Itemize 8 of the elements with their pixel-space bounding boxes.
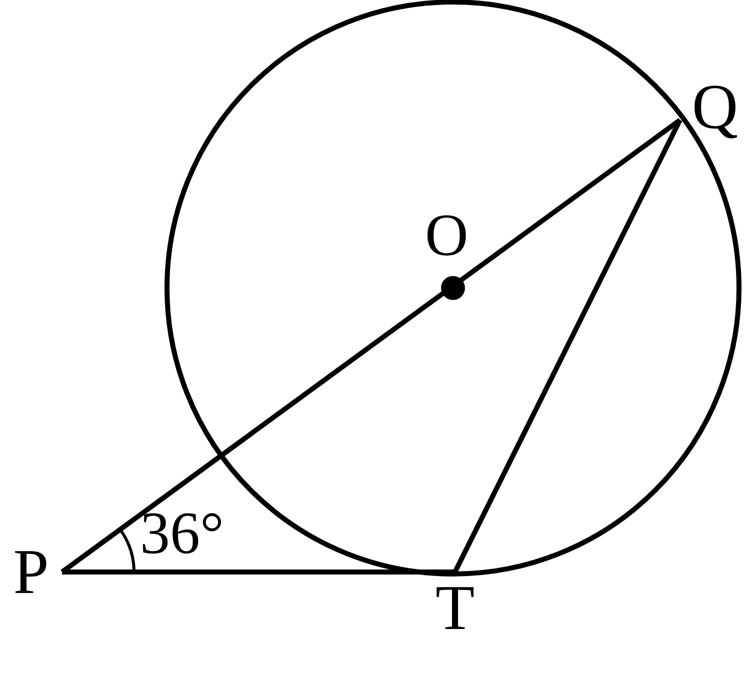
line-segment [62, 570, 455, 574]
point-label: Q [692, 75, 738, 139]
point-label: T [435, 576, 475, 640]
point-label: P [13, 540, 49, 604]
line-segment [452, 118, 682, 574]
point-label: O [425, 205, 468, 265]
angle-label: 36° [140, 503, 224, 563]
line-segment [60, 118, 682, 574]
